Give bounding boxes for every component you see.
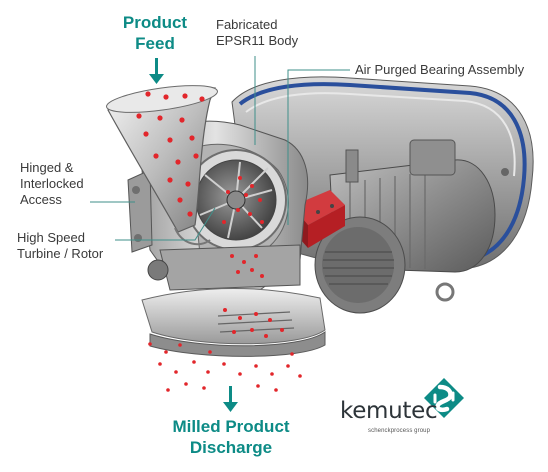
rotor-label-line-1: High Speed <box>17 230 85 245</box>
product-feed-label-line-1: Product <box>122 13 188 32</box>
discharge-label: Milled Product Discharge <box>164 416 298 458</box>
body-label: Fabricated EPSR11 Body <box>216 17 298 49</box>
feed-arrow-head <box>149 74 164 84</box>
flow-arrows <box>149 58 238 412</box>
feed-hopper <box>106 85 218 246</box>
bearing-leader-line <box>287 69 350 225</box>
product-feed-label: Product Feed <box>112 12 198 54</box>
discharge-arrow-head <box>223 402 238 412</box>
access-label-line-1: Hinged & <box>20 160 74 175</box>
rotor-label: High Speed Turbine / Rotor <box>17 230 103 262</box>
body-label-line-2: EPSR11 Body <box>216 33 299 48</box>
access-label: Hinged & Interlocked Access <box>20 160 84 208</box>
kemutec-logo-icon <box>424 378 464 418</box>
discharge-arrow-shaft <box>229 386 232 404</box>
rotor-label-line-2: Turbine / Rotor <box>17 246 104 261</box>
bearing-label: Air Purged Bearing Assembly <box>355 62 525 77</box>
access-label-line-2: Interlocked <box>20 176 84 191</box>
feed-arrow-shaft <box>155 58 158 76</box>
product-feed-label-line-2: Feed <box>135 34 175 53</box>
kemutec-logo-wordmark: kemutec <box>340 398 438 424</box>
leader-lines <box>90 56 350 241</box>
discharge-label-line-1: Milled Product <box>172 417 290 436</box>
discharge-tray <box>141 288 326 357</box>
access-label-line-3: Access <box>20 192 62 207</box>
discharge-label-line-2: Discharge <box>189 438 273 457</box>
rotor-leader-line <box>115 207 216 241</box>
kemutec-logo-tagline: schenckprocess group <box>368 428 431 434</box>
body-label-line-1: Fabricated <box>216 17 278 32</box>
electric-motor <box>314 139 496 314</box>
product-particles <box>136 91 302 392</box>
